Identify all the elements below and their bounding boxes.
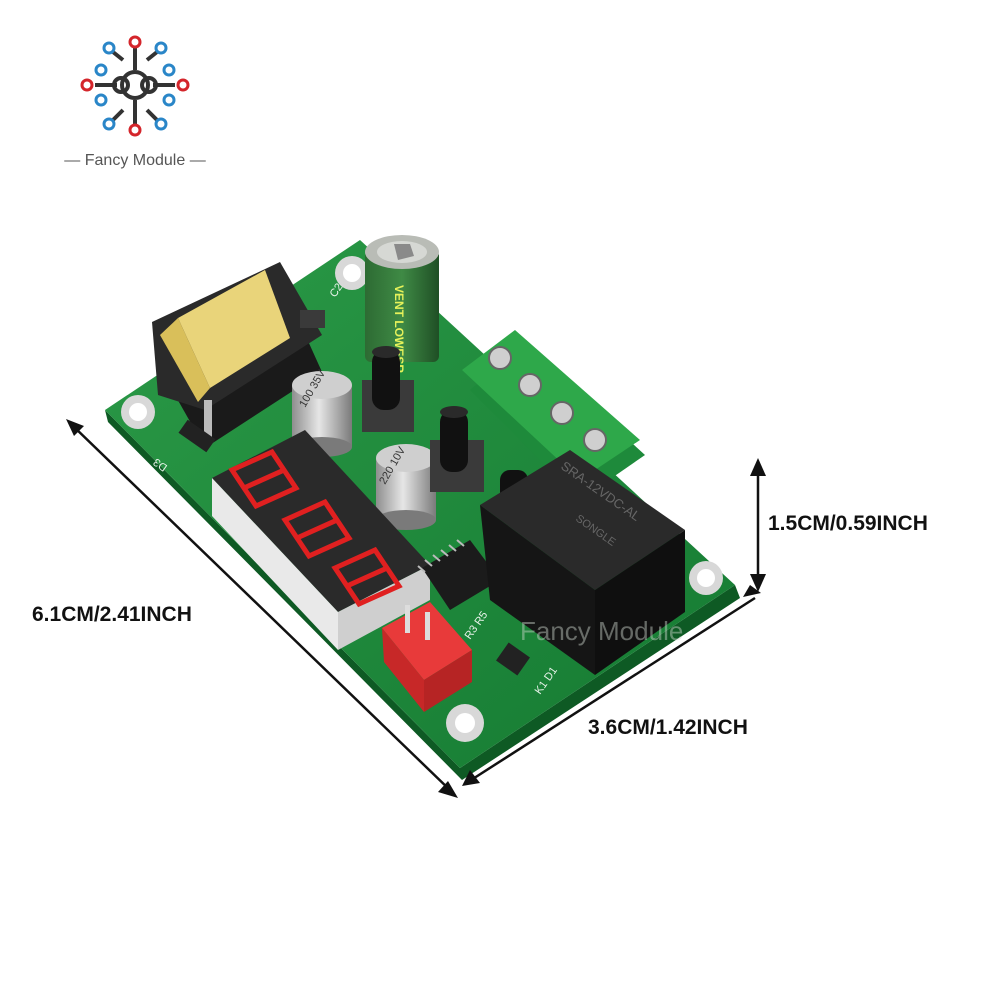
width-arrow-line bbox=[467, 596, 756, 784]
mounting-holes bbox=[121, 256, 723, 742]
brand-logo: — Fancy Module — bbox=[40, 30, 230, 180]
push-button-1 bbox=[362, 346, 414, 432]
dimension-arrows bbox=[71, 424, 760, 793]
seven-segment-display bbox=[212, 430, 430, 650]
dimension-length-label: 6.1CM/2.41INCH bbox=[32, 603, 192, 626]
red-connector bbox=[382, 602, 472, 712]
smd-diode bbox=[178, 419, 216, 453]
brand-name: Fancy Module bbox=[84, 152, 186, 169]
watermark: Fancy Module bbox=[520, 616, 683, 646]
terminal-block bbox=[462, 330, 645, 500]
smd-transistor bbox=[496, 642, 530, 676]
dimension-width-label: 3.6CM/1.42INCH bbox=[588, 716, 748, 739]
small-capacitor-2: 220 10V bbox=[376, 444, 436, 530]
ic-chip bbox=[417, 539, 500, 610]
small-capacitor-1: 100 35V bbox=[292, 367, 352, 457]
dimension-height-label: 1.5CM/0.59INCH bbox=[768, 512, 928, 535]
transformer bbox=[152, 262, 325, 448]
pcb-edge bbox=[105, 410, 740, 780]
arrowheads bbox=[66, 419, 766, 798]
push-button-2 bbox=[430, 406, 484, 492]
circuit-logo-icon bbox=[80, 35, 190, 137]
length-arrow-line bbox=[71, 424, 453, 793]
